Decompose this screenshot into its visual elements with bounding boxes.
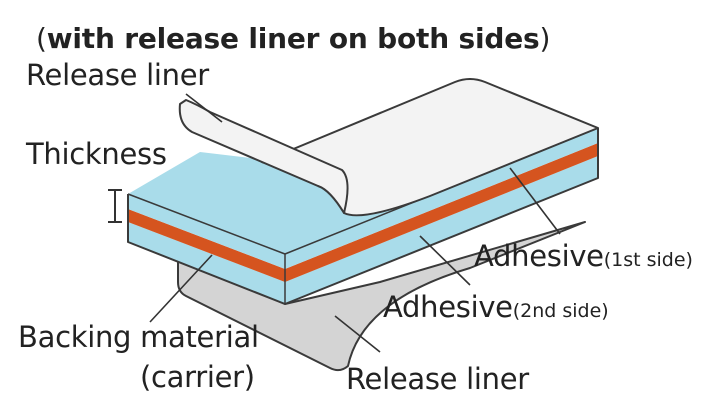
bottom-release-liner [177,221,586,372]
leader-release-liner-bottom [334,315,381,353]
top-liner-curl [178,99,349,214]
thickness-indicator [108,189,122,223]
leader-release-liner-top [185,93,223,123]
leader-backing [149,254,213,323]
diagram-title: (with release liner on both sides) [36,22,551,55]
label-release-liner-bottom: Release liner [346,362,529,396]
leader-adhesive-1st [509,167,561,235]
label-release-liner-top: Release liner [26,58,209,92]
label-thickness: Thickness [26,137,167,171]
label-carrier: (carrier) [140,360,255,394]
label-adhesive-2nd-side: Adhesive(2nd side) [383,290,609,324]
adhesive-1st-side-layer [128,194,285,269]
adhesive-2nd-side-layer [128,222,285,304]
backing-material-layer [128,209,285,282]
leader-adhesive-2nd [419,235,471,286]
label-adhesive-1st-side: Adhesive(1st side) [474,239,693,273]
label-backing-material: Backing material [18,320,259,354]
